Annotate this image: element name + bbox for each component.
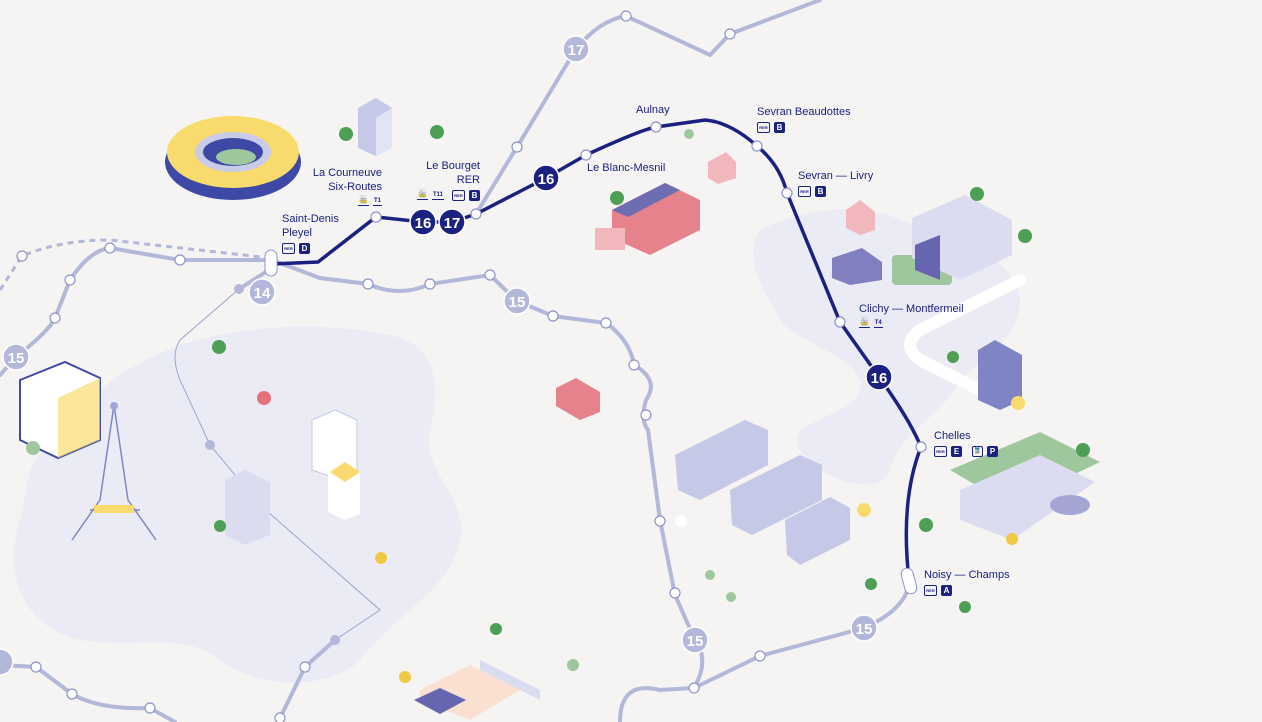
svg-text:17: 17 [568,42,585,59]
tram-icon: 🚋 [417,191,428,200]
line-dashed [0,238,271,291]
station-name: Noisy — Champs [924,569,1010,581]
rer-icon: RER [452,190,465,201]
svg-text:14: 14 [254,285,271,302]
station-name: Sevran Beaudottes [757,106,851,118]
rer-line-badge: A [941,585,952,596]
train-icon: 🚆 [972,446,983,457]
station-name: La Courneuve [312,167,382,179]
rer-line-badge: D [299,243,310,254]
badge-line-14: 14 [248,278,276,306]
svg-text:16: 16 [871,370,888,387]
svg-text:15: 15 [687,633,704,650]
station-name: Le Blanc-Mesnil [587,162,666,174]
badge-line-16-c: 16 [865,363,893,391]
svg-text:15: 15 [8,350,25,367]
white-road [904,274,1026,406]
badge-line-15-e [0,648,14,676]
svg-text:17: 17 [444,215,461,232]
housing-blocks-illustration [675,420,850,565]
cube-building-illustration [19,360,101,460]
station-name: Pleyel [282,227,312,239]
badge-line-15-d: 15 [850,614,878,642]
station-le-bourget[interactable]: Le Bourget RER 🚋T11 RER B [410,159,480,201]
station-noisy-champs[interactable]: Noisy — Champs RER A [924,568,1010,596]
hall-illustration [892,195,1012,285]
tram-icon: 🚋 [358,197,369,206]
station-sevran-livry[interactable]: Sevran — Livry RER B [798,169,873,197]
badge-line-15-b: 15 [503,287,531,315]
station-clichy-montfermeil[interactable]: Clichy — Montfermeil 🚋T4 [859,302,964,328]
station-le-blanc-mesnil[interactable]: Le Blanc-Mesnil [587,161,665,175]
svg-text:16: 16 [415,215,432,232]
tram-line-badge: T1 [372,198,382,206]
badge-line-17: 17 [438,208,466,236]
station-chelles[interactable]: Chelles RER E 🚆 P [934,429,998,457]
badge-line-16: 16 [409,208,437,236]
station-pill-noisy[interactable] [900,567,918,595]
rer-icon: RER [924,585,937,596]
svg-text:15: 15 [509,294,526,311]
station-name: Chelles [934,430,971,442]
line-badges[interactable]: 17 16 17 16 16 14 15 15 15 15 [0,35,893,676]
tram-line-badge: T11 [431,192,444,200]
rer-icon: RER [757,122,770,133]
eiffel-tower-illustration [71,402,157,541]
line-16-17[interactable] [270,118,923,582]
badge-line-17-north: 17 [562,35,590,63]
station-la-courneuve[interactable]: La Courneuve Six-Routes 🚋T1 [300,166,382,206]
chelles-station-illustration [950,432,1100,540]
station-name: Six-Routes [328,181,382,193]
white-marker [675,515,687,527]
rer-line-badge: B [469,190,480,201]
svg-text:15: 15 [856,621,873,638]
rer-line-badge: B [815,186,826,197]
badge-line-16-b: 16 [532,164,560,192]
east-zone [753,209,1020,485]
badge-line-15-c: 15 [681,626,709,654]
station-dots[interactable] [16,10,927,722]
rer-line-badge: E [951,446,962,457]
rer-icon: RER [798,186,811,197]
station-name: Sevran — Livry [798,170,874,182]
rail-node [330,635,340,645]
station-name: RER [456,174,480,186]
tram-icon: 🚋 [859,319,870,328]
rer-line-badge: B [774,122,785,133]
building-courneuve [358,98,392,156]
trees [26,125,1090,683]
station-saint-denis-pleyel[interactable]: Saint-Denis Pleyel RER D [282,212,339,254]
station-name: Saint-Denis [282,213,339,225]
station-sevran-beaudottes[interactable]: Sevran Beaudottes RER B [757,105,851,133]
stade-de-france-illustration [165,116,301,200]
campus-illustration [414,660,540,720]
station-aulnay[interactable]: Aulnay [636,103,670,117]
train-line-badge: P [987,446,998,457]
rer-icon: RER [282,243,295,254]
station-name: Le Bourget [426,160,480,172]
station-pill-saint-denis[interactable] [264,249,278,277]
badge-line-15-a: 15 [2,343,30,371]
svg-text:16: 16 [538,171,555,188]
houses [556,152,1022,420]
paris-buildings [225,409,360,545]
rail-node [205,440,215,450]
station-name: Clichy — Montfermeil [859,303,964,315]
rer-icon: RER [934,446,947,457]
rail-node [234,284,244,294]
station-name: Aulnay [636,104,670,116]
tram-line-badge: T4 [873,320,883,328]
warehouse-illustration [595,183,700,255]
